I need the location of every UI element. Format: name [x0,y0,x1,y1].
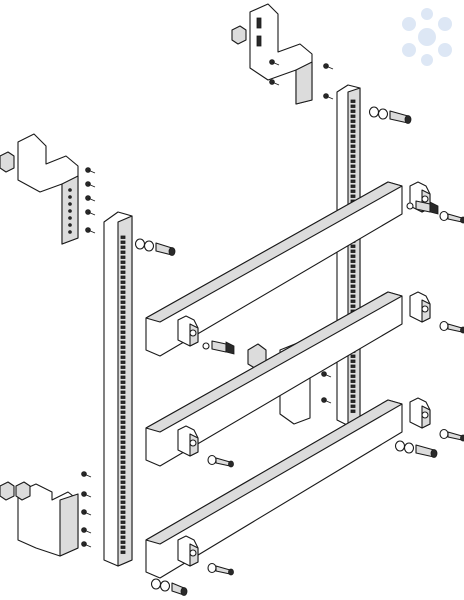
screw-washer-set [134,238,176,256]
small-screw [81,491,92,498]
vertical-rail-front [103,211,133,567]
clamp-block-3-right [409,397,431,429]
small-screw [85,195,96,202]
screw-washer-set [394,440,438,458]
small-screw [321,397,332,404]
small-screw [81,509,92,516]
droplet-cluster-icon [402,8,452,66]
clamp-blocks [177,181,431,567]
screw-washer-set [150,578,188,596]
screw-washer-set [207,562,234,576]
fasteners [81,59,464,596]
mounting-bracket-upper-left [0,133,79,245]
clamp-block-2-right [409,291,431,323]
small-screw [323,63,334,70]
small-screw [85,209,96,216]
clamp-block-2-left [177,425,199,457]
small-screw [85,167,96,174]
screw-washer-set [439,320,464,334]
small-screw [81,471,92,478]
screw-washer-set [439,428,464,442]
small-screw [406,200,439,215]
screw-washer-set [207,454,234,468]
bracket-holes-ul [68,188,72,234]
small-screw [269,59,280,66]
mounting-bracket-lower-left [0,481,79,557]
vertical-rail-back [336,84,361,427]
small-screw [323,93,334,100]
horizontal-busbar-holder-2 [145,291,403,467]
horizontal-busbar-holder-3 [145,399,403,579]
small-screw [81,541,92,548]
horizontal-busbar-holder-1 [145,181,403,357]
screw-washer-set [202,340,235,355]
small-screw [321,371,332,378]
small-screw [81,527,92,534]
screw-washer-set [439,210,464,224]
small-screw [85,227,96,234]
screw-washer-set [368,106,412,124]
small-screw [269,79,280,86]
mounting-bracket-top [231,3,313,105]
clamp-block-3-left [177,535,199,567]
clamp-block-1-left [177,315,199,347]
small-screw [85,181,96,188]
